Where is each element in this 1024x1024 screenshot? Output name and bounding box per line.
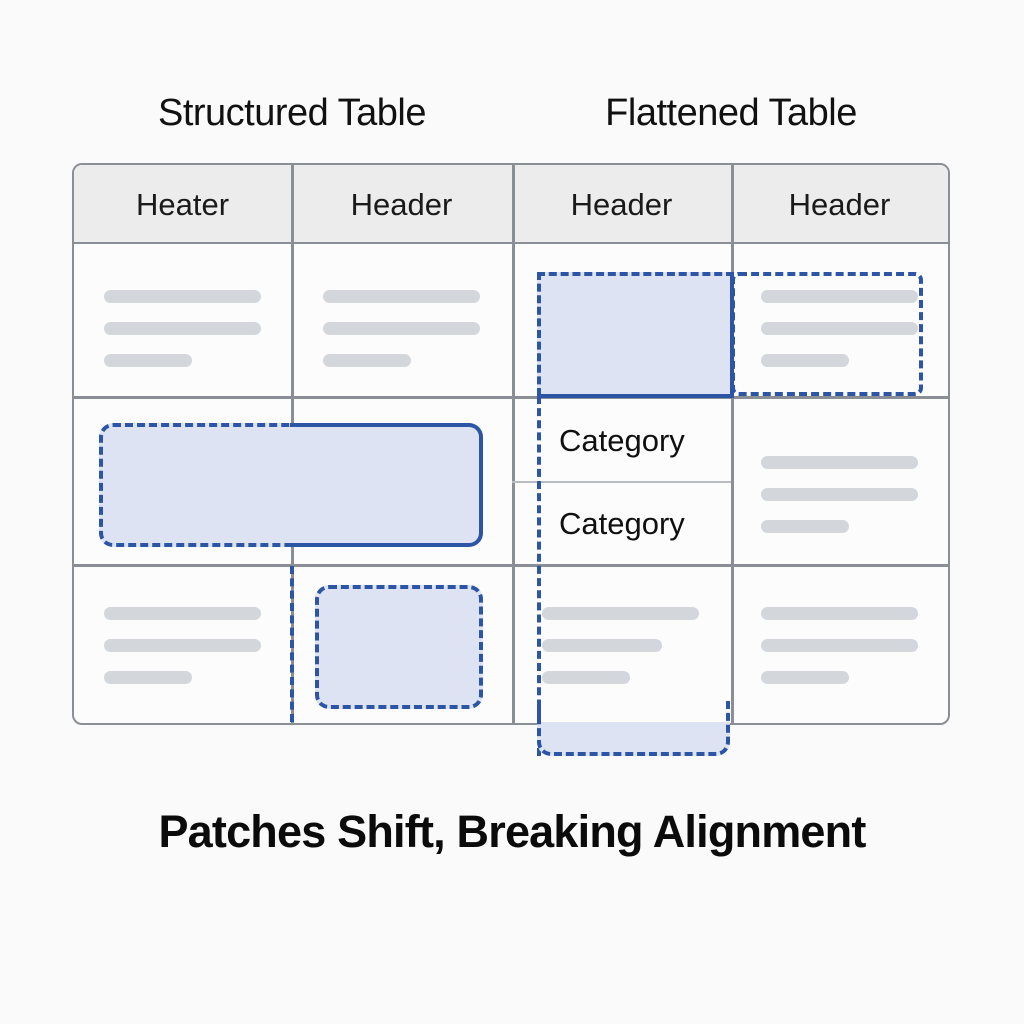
skeleton-line [104, 671, 192, 684]
patch-structured-r2-right-solid [290, 423, 483, 547]
table-header-row [74, 165, 948, 244]
category-label-1: Category [559, 423, 685, 458]
row-divider-2 [74, 564, 948, 567]
figure-caption: Patches Shift, Breaking Alignment [158, 806, 866, 857]
row-divider-1 [74, 396, 948, 399]
skeleton-line [323, 354, 411, 367]
column-header-4: Header [788, 187, 891, 222]
column-divider-2 [512, 165, 515, 723]
skeleton-line [542, 607, 699, 620]
skeleton-line [761, 488, 918, 501]
category-label-2: Category [559, 506, 685, 541]
skeleton-line [104, 639, 261, 652]
skeleton-line [104, 607, 261, 620]
skeleton-line [104, 290, 261, 303]
patch-flattened-r1c3-bottom-solid [537, 394, 734, 398]
skeleton-line [761, 607, 918, 620]
skeleton-line [323, 322, 480, 335]
patch-overflow-below-table-outline [537, 700, 730, 756]
patch-structured-r2-left-dashed [99, 423, 389, 547]
patch-flattened-r1c4-dashed-outline [731, 272, 923, 396]
category-subrow-divider [512, 481, 731, 483]
patch-flattened-r1c3-fill [537, 272, 730, 396]
patch-flattened-r1c3-top-dashed [537, 272, 734, 276]
skeleton-line [542, 639, 662, 652]
patch-boundary-rule-structured [290, 566, 294, 722]
column-header-1: Heater [135, 187, 230, 222]
skeleton-line [323, 290, 480, 303]
patch-overflow-below-table-fill [537, 722, 730, 756]
skeleton-line [761, 671, 849, 684]
patch-structured-r2-span-fill [99, 423, 483, 547]
structured-table-title: Structured Table [157, 92, 427, 134]
skeleton-line [761, 639, 918, 652]
skeleton-line [104, 354, 192, 367]
column-header-3: Header [570, 187, 673, 222]
patch-boundary-rule-flattened [537, 396, 541, 756]
skeleton-line [761, 322, 918, 335]
skeleton-line [104, 322, 261, 335]
skeleton-line [761, 520, 849, 533]
column-divider-3 [731, 165, 734, 723]
column-header-2: Header [350, 187, 453, 222]
flattened-table-title: Flattened Table [605, 92, 857, 134]
skeleton-line [761, 290, 918, 303]
skeleton-line [761, 456, 918, 469]
patch-structured-r3c2-dashed [315, 585, 483, 709]
patch-flattened-r1c3-left-dashed [537, 272, 541, 396]
skeleton-line [761, 354, 849, 367]
skeleton-line [542, 671, 630, 684]
